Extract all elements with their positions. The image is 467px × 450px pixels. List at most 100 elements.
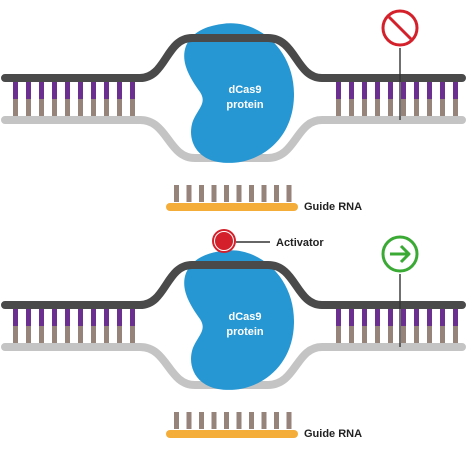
guide-rna xyxy=(174,412,292,429)
base-brown xyxy=(453,326,458,343)
base-purple xyxy=(453,82,458,99)
base-brown xyxy=(13,99,18,116)
base-brown xyxy=(375,99,380,116)
base-purple xyxy=(104,309,109,326)
base-brown xyxy=(414,99,419,116)
base-purple xyxy=(388,309,393,326)
guide-base xyxy=(236,185,242,202)
base-purple xyxy=(427,309,432,326)
base-pairs-right xyxy=(336,82,458,116)
base-brown xyxy=(117,99,122,116)
base-purple xyxy=(130,82,135,99)
base-purple xyxy=(117,309,122,326)
base-purple xyxy=(52,82,57,99)
guide-rna-backbone xyxy=(166,430,298,438)
base-brown xyxy=(104,99,109,116)
base-purple xyxy=(349,82,354,99)
guide-base xyxy=(224,185,229,202)
base-purple xyxy=(65,309,70,326)
panel-activation: dCas9 protein Activator Guide RNA xyxy=(1,229,466,440)
guide-base xyxy=(199,185,204,202)
base-pairs-left xyxy=(13,309,135,343)
base-purple xyxy=(453,309,458,326)
base-brown xyxy=(440,326,445,343)
base-brown xyxy=(349,99,354,116)
base-brown xyxy=(65,99,70,116)
base-purple xyxy=(362,309,367,326)
activator-icon xyxy=(212,229,236,253)
base-brown xyxy=(52,326,57,343)
base-brown xyxy=(26,99,31,116)
base-purple xyxy=(91,82,96,99)
guide-base xyxy=(211,412,217,429)
base-brown xyxy=(440,99,445,116)
guide-base xyxy=(261,412,267,429)
base-brown xyxy=(130,99,135,116)
base-purple xyxy=(388,82,393,99)
prohibited-icon xyxy=(381,9,419,47)
guide-rna xyxy=(174,185,292,202)
guide-base xyxy=(174,185,179,202)
base-purple xyxy=(375,309,380,326)
base-brown xyxy=(388,99,393,116)
base-purple xyxy=(65,82,70,99)
base-brown xyxy=(78,326,83,343)
base-brown xyxy=(427,99,432,116)
base-purple xyxy=(440,82,445,99)
guide-base xyxy=(286,412,292,429)
base-purple xyxy=(414,82,419,99)
guide-base xyxy=(186,412,192,429)
base-purple xyxy=(349,309,354,326)
base-purple xyxy=(26,82,31,99)
base-purple xyxy=(39,309,44,326)
base-brown xyxy=(336,326,341,343)
base-purple xyxy=(104,82,109,99)
protein-label-line1: dCas9 xyxy=(228,84,261,96)
base-purple xyxy=(13,82,18,99)
guide-base xyxy=(236,412,242,429)
base-brown xyxy=(65,326,70,343)
base-purple xyxy=(52,309,57,326)
base-brown xyxy=(349,326,354,343)
base-purple xyxy=(39,82,44,99)
protein-label-line1: dCas9 xyxy=(228,311,261,323)
base-brown xyxy=(362,326,367,343)
base-brown xyxy=(26,326,31,343)
panel-repression: dCas9 protein Guide RNA xyxy=(1,9,466,213)
base-purple xyxy=(26,309,31,326)
base-brown xyxy=(91,99,96,116)
base-brown xyxy=(78,99,83,116)
base-brown xyxy=(401,326,406,343)
base-brown xyxy=(362,99,367,116)
base-purple xyxy=(91,309,96,326)
base-brown xyxy=(104,326,109,343)
dna-top-strand xyxy=(1,261,466,309)
base-purple xyxy=(336,82,341,99)
guide-base xyxy=(224,412,229,429)
arrow-right-circle-icon xyxy=(381,235,419,273)
base-purple xyxy=(414,309,419,326)
base-brown xyxy=(414,326,419,343)
guide-base xyxy=(274,412,279,429)
guide-base xyxy=(286,185,292,202)
guide-base xyxy=(174,412,179,429)
base-brown xyxy=(453,99,458,116)
base-brown xyxy=(401,99,406,116)
dcas9-protein xyxy=(184,250,295,390)
base-purple xyxy=(13,309,18,326)
base-purple xyxy=(375,82,380,99)
base-pairs-left xyxy=(13,82,135,116)
guide-rna-backbone xyxy=(166,203,298,211)
base-brown xyxy=(427,326,432,343)
guide-base xyxy=(249,185,254,202)
guide-rna-label: Guide RNA xyxy=(304,201,362,213)
base-purple xyxy=(117,82,122,99)
base-pairs-right xyxy=(336,309,458,343)
base-brown xyxy=(13,326,18,343)
guide-base xyxy=(211,185,217,202)
base-purple xyxy=(401,309,406,326)
base-purple xyxy=(78,309,83,326)
base-brown xyxy=(91,326,96,343)
